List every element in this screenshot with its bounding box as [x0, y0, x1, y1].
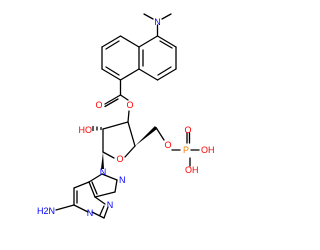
dimethylamino-group	[143, 13, 172, 37]
n1-label: N	[107, 200, 114, 210]
naphthalene-ring	[101, 35, 177, 81]
ester-oxygen-label: O	[126, 100, 133, 110]
adenine-ring	[55, 173, 118, 219]
n9-label: N	[100, 167, 107, 177]
phosphate-hydroxyl-top-label: OH	[201, 145, 215, 155]
wedge-bond-ch2	[135, 126, 157, 146]
ring-oxygen-label: O	[116, 154, 123, 164]
atom-labels: N O O HO O O P O OH OH N N N N H2N	[37, 17, 215, 218]
phosphate-hydroxyl-bottom-label: OH	[185, 165, 199, 175]
amino-label: H2N	[37, 206, 55, 216]
n7-label: N	[119, 175, 126, 185]
phosphate-link-oxygen-label: O	[164, 140, 171, 150]
dimethyl-nitrogen-label: N	[154, 17, 161, 27]
wedge-bond-n9	[101, 152, 104, 169]
ester-linkage	[104, 79, 130, 123]
phosphate-group	[155, 126, 200, 167]
ribose-ring	[92, 121, 157, 169]
phosphorus-label: P	[183, 145, 189, 155]
hydroxyl-label: HO	[79, 125, 93, 135]
n3-label: N	[87, 208, 94, 218]
structure-canvas: N O O HO O O P O OH OH N N N N H2N	[36, 13, 215, 219]
molecule-drawing: N O O HO O O P O OH OH N N N N H2N	[37, 13, 215, 219]
phosphoryl-oxygen-label: O	[184, 125, 191, 135]
carbonyl-oxygen-label: O	[95, 100, 102, 110]
